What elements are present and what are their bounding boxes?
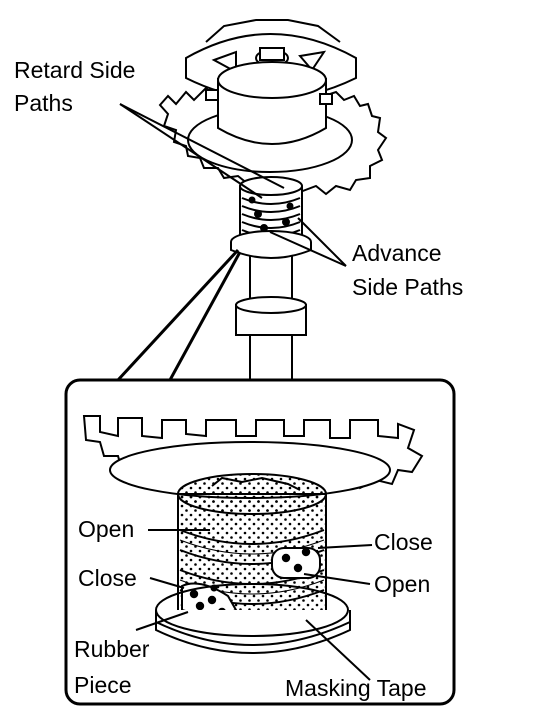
label-masking-tape: Masking Tape — [285, 675, 427, 701]
oil-path-spool — [230, 176, 312, 259]
zoom-lines — [116, 248, 242, 382]
label-close-left: Close — [78, 565, 137, 591]
label-open-right: Open — [374, 571, 431, 597]
detail-spool — [177, 473, 327, 634]
detail-washer — [155, 583, 351, 654]
retard-leaders — [119, 103, 285, 199]
label-close-right: Close — [374, 529, 433, 555]
detail-leaders — [135, 529, 373, 681]
label-open-left: Open — [78, 516, 135, 542]
detail-sprocket — [82, 415, 424, 499]
sprocket-top — [158, 19, 388, 196]
advance-leaders — [269, 217, 347, 267]
label-rubber-line2: Piece — [74, 672, 132, 698]
label-advance-line1: Advance — [352, 240, 442, 266]
label-retard-line1: Retard Side — [14, 57, 136, 83]
label-retard-line2: Paths — [14, 90, 73, 116]
label-advance-line2: Side Paths — [352, 274, 464, 300]
label-rubber-line1: Rubber — [74, 636, 150, 662]
